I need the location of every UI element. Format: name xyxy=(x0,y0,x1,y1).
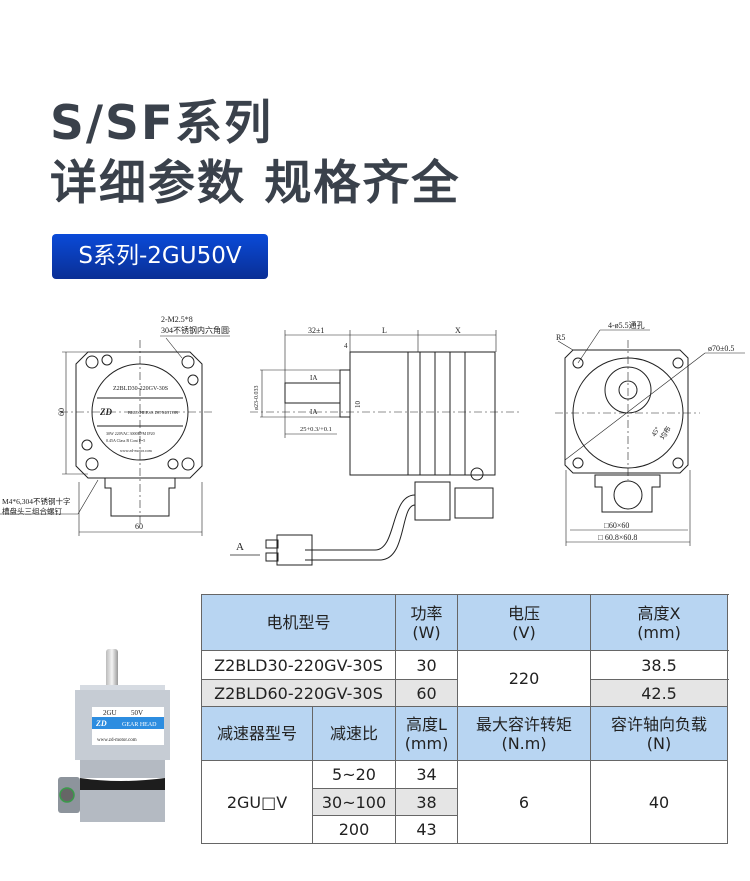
table-row: 30~100 38 xyxy=(202,788,728,816)
axial-load-cell: 40 xyxy=(590,760,729,844)
height-l-cell: 34 xyxy=(395,760,459,789)
table-row: 2GU□V 5~20 34 6 40 xyxy=(201,760,729,844)
table-row: Z2BLD30-220GV-30S 30 220 38.5 xyxy=(200,650,729,707)
photo-label-volt: 50V xyxy=(131,709,143,717)
gear-model-cell: 2GU□V xyxy=(201,760,313,844)
height-l-cell: 38 xyxy=(395,788,459,816)
front-view-drawing: 2-M2.5*8 304不锈钢内六角圆柱头螺钉 Z2BLD30-220GV-30… xyxy=(0,315,230,536)
dim-X: X xyxy=(455,326,461,335)
header-power: 功率(W) xyxy=(395,594,459,651)
label-url: www.zd-motor.com xyxy=(120,448,153,453)
dim-diameter: ø23-0.033 xyxy=(254,386,260,411)
table-row: Z2BLD60-220GV-30S 60 42.5 xyxy=(200,679,729,707)
voltage-cell: 220 xyxy=(457,650,592,707)
side-view-drawing: 32±1 L X 4 ø23-0.033 25+0.3/+0.1 10 IA I… xyxy=(230,326,520,566)
header-gear-model: 减速器型号 xyxy=(201,706,313,761)
header-height-x: 高度X(mm) xyxy=(590,594,729,651)
pcd-note: ø70±0.5 xyxy=(708,344,734,353)
zd-logo: ZD xyxy=(99,407,112,417)
square-dim-1: □60×60 xyxy=(604,521,629,530)
header-motor-model: 电机型号 xyxy=(200,594,397,651)
heading-series: S/SF系列 xyxy=(50,96,273,151)
series-badge: S系列-2GU50V xyxy=(52,234,268,279)
header-ratio: 减速比 xyxy=(311,706,397,761)
dim-10: 10 xyxy=(354,401,362,409)
header-axial-load: 容许轴向负载(N) xyxy=(590,706,729,761)
gear-header-row: 减速器型号 减速比 高度L(mm) 最大容许转矩(N.m) 容许轴向负载(N) xyxy=(201,706,729,761)
power-cell: 30 xyxy=(395,650,459,680)
ground-note-2: 槽盘头三组合螺钉 xyxy=(2,506,62,516)
height-x-cell: 42.5 xyxy=(590,679,729,707)
section-mark-top: IA xyxy=(310,374,317,382)
dim-width: 60 xyxy=(135,522,143,531)
label-specs-1: 30W 220VAC 3000RPM IP20 xyxy=(106,431,155,436)
table-row: 200 43 xyxy=(202,815,728,844)
ratio-cell: 200 xyxy=(311,815,397,844)
holes-note: 4-ø5.5通孔 xyxy=(608,320,645,330)
ratio-cell: 5~20 xyxy=(311,760,397,789)
ground-note-1: M4*6,304不锈钢十字 xyxy=(2,496,71,506)
dim-4: 4 xyxy=(344,342,348,350)
end-view-drawing: 4-ø5.5通孔 R5 ø70±0.5 45° 均布 □60×60 □ 60.8… xyxy=(555,320,745,546)
spec-table: 电机型号 功率(W) 电压(V) 高度X(mm) Z2BLD30-220GV-3… xyxy=(200,594,729,844)
header-voltage: 电压(V) xyxy=(457,594,592,651)
ratio-cell: 30~100 xyxy=(311,788,397,816)
power-cell: 60 xyxy=(395,679,459,707)
header-max-torque: 最大容许转矩(N.m) xyxy=(457,706,592,761)
angle-equal-note: 均布 xyxy=(658,424,673,441)
torque-cell: 6 xyxy=(457,760,592,844)
square-dim-2: □ 60.8×60.8 xyxy=(598,533,637,542)
section-mark-bottom: IA xyxy=(310,408,317,416)
dim-height: 60 xyxy=(57,408,66,416)
gear-motor-photo: 2GU 50V ZD GEAR HEAD www.zd-motor.com xyxy=(58,649,170,822)
label-model: Z2BLD30-220GV-30S xyxy=(113,386,168,392)
photo-label-logo: ZD xyxy=(95,719,107,728)
motor-header-row: 电机型号 功率(W) 电压(V) 高度X(mm) xyxy=(200,594,729,651)
dim-shaft: 32±1 xyxy=(308,326,324,335)
header-height-l: 高度L(mm) xyxy=(395,706,459,761)
label-brand: BRUSHLESS DC MOTOR xyxy=(128,410,178,415)
screw-note-2: 304不锈钢内六角圆柱头螺钉 xyxy=(161,325,230,335)
height-x-cell: 38.5 xyxy=(590,650,729,680)
motor-model-cell: Z2BLD60-220GV-30S xyxy=(200,679,397,707)
dim-key: 25+0.3/+0.1 xyxy=(300,426,332,433)
heading-subtitle: 详细参数 规格齐全 xyxy=(50,156,461,211)
photo-label-url: www.zd-motor.com xyxy=(97,738,137,743)
height-l-cell: 43 xyxy=(395,815,459,844)
view-arrow-label: A xyxy=(236,541,244,553)
photo-label-model: 2GU xyxy=(103,709,117,717)
radius-note: R5 xyxy=(556,333,565,342)
label-specs-2: 0.45A Class B Cont P=5 xyxy=(106,438,145,443)
screw-note-1: 2-M2.5*8 xyxy=(161,315,193,324)
dim-L: L xyxy=(382,326,387,335)
motor-model-cell: Z2BLD30-220GV-30S xyxy=(200,650,397,680)
angle-note: 45° xyxy=(650,425,662,438)
photo-label-type: GEAR HEAD xyxy=(122,722,157,728)
